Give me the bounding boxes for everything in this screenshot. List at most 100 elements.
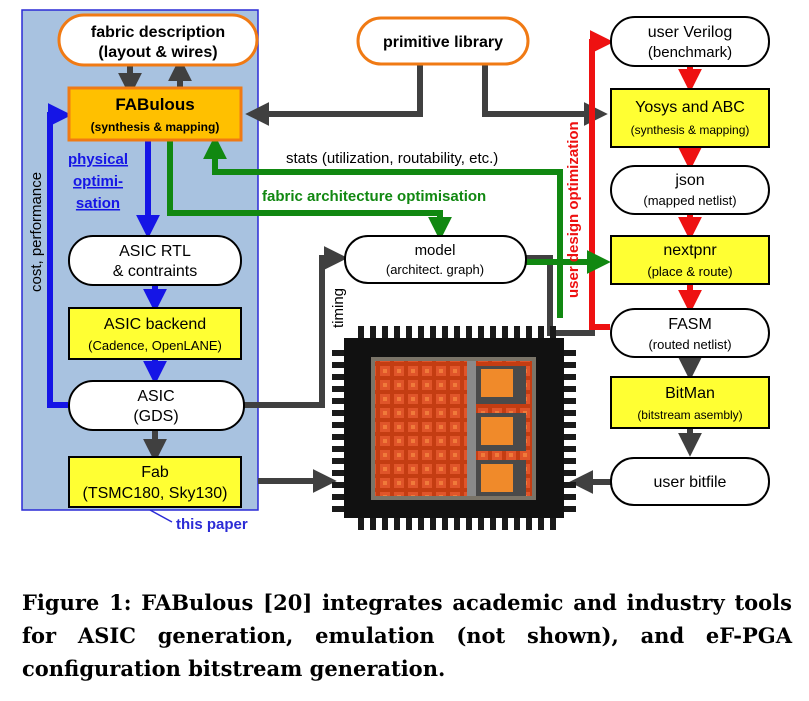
node-json-sub: (mapped netlist): [643, 193, 736, 208]
arrow-cost-performance-loop: [47, 103, 72, 408]
node-fasm-title: FASM: [668, 316, 712, 333]
node-user-verilog: user Verilog (benchmark): [610, 16, 770, 67]
chip-pin: [562, 470, 576, 476]
chip-pin: [406, 326, 412, 340]
chip-pin: [332, 374, 346, 380]
blue-flow-arrows: [47, 103, 167, 408]
chip-pin: [418, 326, 424, 340]
dark-flow-arrows: [118, 57, 702, 494]
node-fabulous-title: FABulous: [115, 95, 194, 114]
chip-pin: [502, 326, 508, 340]
node-nextpnr-sub: (place & route): [647, 264, 732, 279]
chip-pin: [382, 516, 388, 530]
chip-pin: [562, 386, 576, 392]
node-yosys-abc: Yosys and ABC (synthesis & mapping): [610, 88, 770, 148]
node-fasm: FASM (routed netlist): [610, 308, 770, 358]
chip-pin: [332, 350, 346, 356]
node-user-verilog-sub: (benchmark): [648, 44, 732, 61]
chip-pin: [430, 326, 436, 340]
chip-pin: [430, 516, 436, 530]
chip-pin: [478, 326, 484, 340]
node-asic-gds-title: ASIC: [137, 388, 174, 405]
chip-pin: [562, 374, 576, 380]
physical-optimisation-line-3: sation: [76, 195, 120, 212]
chip-pin: [370, 326, 376, 340]
node-nextpnr: nextpnr (place & route): [610, 235, 770, 285]
chip-pin: [442, 326, 448, 340]
efpga-chip-image: [332, 326, 576, 530]
chip-pin: [332, 458, 346, 464]
cost-performance-label: cost, performance: [28, 172, 45, 292]
chip-pin: [394, 516, 400, 530]
physical-optimisation-label: physical optimi- sation: [68, 151, 128, 212]
chip-pin: [514, 516, 520, 530]
node-fabric-description-title: fabric description: [91, 24, 225, 41]
chip-pin: [332, 446, 346, 452]
node-fabulous: FABulous (synthesis & mapping): [67, 86, 243, 142]
chip-pin: [332, 470, 346, 476]
node-model-title: model: [415, 242, 456, 259]
chip-pin: [332, 398, 346, 404]
chip-pin: [490, 326, 496, 340]
chip-pin: [332, 422, 346, 428]
node-fasm-sub: (routed netlist): [648, 337, 731, 352]
physical-optimisation-line-1: physical: [68, 151, 128, 168]
node-model-sub: (architect. graph): [386, 262, 484, 277]
node-asic-backend-title: ASIC backend: [104, 316, 206, 333]
node-bitman-title: BitMan: [665, 385, 715, 402]
chip-pin: [370, 516, 376, 530]
chip-pin: [358, 326, 364, 340]
red-flow-arrows: [589, 30, 702, 330]
chip-pin: [490, 516, 496, 530]
chip-pin: [526, 516, 532, 530]
node-nextpnr-title: nextpnr: [663, 242, 717, 259]
node-bitman-sub: (bitstream asembly): [637, 408, 742, 422]
node-user-bitfile: user bitfile: [610, 457, 770, 506]
chip-pin: [538, 516, 544, 530]
node-primitive-library: primitive library: [356, 16, 530, 66]
node-asic-rtl-title: ASIC RTL: [119, 243, 191, 260]
node-model: model (architect. graph): [344, 235, 527, 284]
node-user-verilog-title: user Verilog: [648, 24, 733, 41]
chip-pin: [514, 326, 520, 340]
chip-pin: [562, 350, 576, 356]
chip-pin: [562, 446, 576, 452]
fabric-architecture-optimisation-label: fabric architecture optimisation: [262, 188, 486, 205]
chip-pin: [332, 386, 346, 392]
node-fab-sub: (TSMC180, Sky130): [83, 485, 228, 502]
node-primitive-library-title: primitive library: [383, 34, 503, 51]
arrow-stats-to-fabulous: [203, 135, 563, 318]
chip-pin: [454, 326, 460, 340]
flow-diagram: this paper f: [21, 9, 770, 533]
node-asic-rtl-sub: & contraints: [113, 263, 197, 280]
chip-pin: [332, 506, 346, 512]
physical-optimisation-line-2: optimi-: [73, 173, 123, 190]
figure-caption: Figure 1: FABulous [20] integrates acade…: [22, 590, 792, 681]
chip-pin: [562, 398, 576, 404]
arrow-primlib-to-yosys: [482, 65, 608, 126]
chip-pin: [550, 516, 556, 530]
chip-pin: [478, 516, 484, 530]
chip-pin: [406, 516, 412, 530]
node-asic-gds-sub: (GDS): [133, 408, 178, 425]
chip-pin: [562, 362, 576, 368]
node-fabulous-sub: (synthesis & mapping): [91, 120, 220, 134]
node-fabric-description-sub: (layout & wires): [98, 44, 217, 61]
chip-pin: [562, 494, 576, 500]
chip-pin: [526, 326, 532, 340]
chip-pin: [562, 422, 576, 428]
chip-pin: [332, 482, 346, 488]
chip-pin: [466, 516, 472, 530]
arrow-primlib-to-fabulous: [245, 65, 423, 126]
node-fab: Fab (TSMC180, Sky130): [68, 456, 242, 508]
chip-pin: [562, 482, 576, 488]
chip-pin: [454, 516, 460, 530]
chip-pin: [358, 516, 364, 530]
chip-pin: [466, 326, 472, 340]
node-user-bitfile-title: user bitfile: [654, 474, 727, 491]
green-flow-arrows: [167, 135, 611, 318]
chip-pin: [394, 326, 400, 340]
node-asic-backend: ASIC backend (Cadence, OpenLANE): [68, 307, 242, 360]
arrow-model-to-fasm: [526, 255, 595, 336]
user-design-optimization-label: user design optimization: [565, 121, 582, 298]
